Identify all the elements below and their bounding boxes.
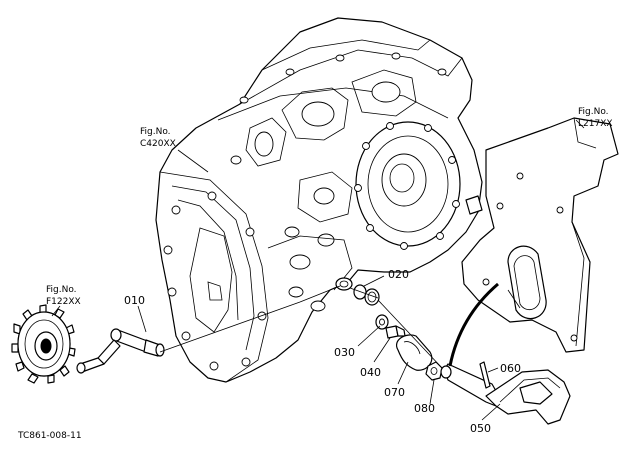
leader-lines <box>51 119 585 421</box>
figure-ref-title: Fig.No. <box>578 107 609 117</box>
pin-060 <box>479 361 491 389</box>
callout-020: 020 <box>388 268 409 281</box>
knob-070 <box>396 334 433 371</box>
figure-ref-c420: Fig.No. C420XX <box>140 127 176 149</box>
gear <box>11 304 76 384</box>
lever-050 <box>440 363 571 425</box>
drawing-code: TC861-008-11 <box>17 431 82 441</box>
o-ring-020 <box>353 284 380 306</box>
callout-030: 030 <box>334 346 355 359</box>
figure-ref-title: Fig.No. <box>140 127 171 137</box>
figure-ref-l217: Fig.No. L217XX <box>578 107 613 129</box>
figure-ref-code: F122XX <box>46 297 81 307</box>
transmission-case <box>155 17 483 383</box>
callout-070: 070 <box>384 386 405 399</box>
figure-ref-code: L217XX <box>578 119 613 129</box>
callout-050: 050 <box>470 422 491 435</box>
shift-shaft <box>76 328 165 374</box>
callout-010: 010 <box>124 294 145 307</box>
figure-ref-f122: Fig.No. F122XX <box>46 285 81 307</box>
bracket-plate <box>461 117 619 353</box>
callout-040: 040 <box>360 366 381 379</box>
callout-080: 080 <box>414 402 435 415</box>
washer-030 <box>375 314 389 330</box>
figure-ref-title: Fig.No. <box>46 285 77 295</box>
bolt-040 <box>385 325 406 339</box>
callout-060: 060 <box>500 362 521 375</box>
figure-ref-code: C420XX <box>140 139 176 149</box>
